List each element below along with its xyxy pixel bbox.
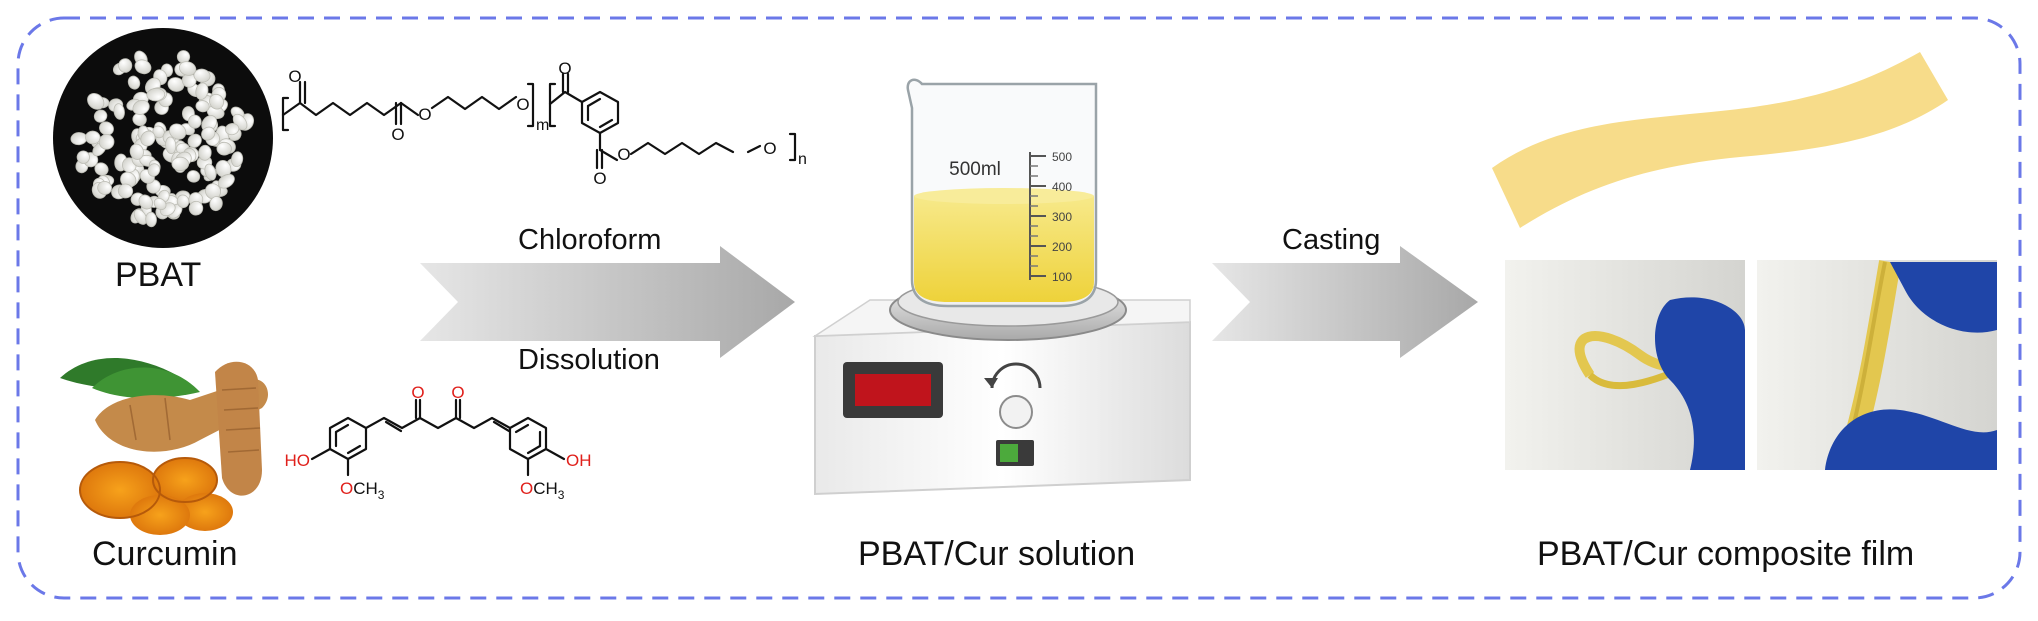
pellet [145, 211, 157, 228]
curcumin-o-2: O [451, 383, 464, 402]
film-photo-right [1757, 260, 1997, 470]
pellet [98, 133, 115, 150]
pellet [167, 77, 185, 92]
label-chloroform: Chloroform [518, 224, 662, 256]
pellet [147, 163, 161, 177]
pellet [171, 156, 190, 172]
pellet [153, 197, 167, 211]
beaker-marks: 500 400 300 200 100 [1030, 150, 1072, 284]
pellet [198, 144, 212, 161]
pellet [176, 194, 190, 209]
film-strip [1492, 52, 1948, 228]
pbat-subscript-n: n [798, 151, 807, 168]
pellet [133, 208, 148, 225]
pellet [134, 59, 152, 75]
curcumin-o-1: O [411, 383, 424, 402]
pbat-o-3: O [418, 105, 431, 124]
pellet [188, 114, 202, 129]
pbat-pellets-photo [53, 28, 273, 248]
pbat-o-8: O [763, 139, 776, 158]
pbat-structure [281, 72, 797, 170]
pellet [87, 93, 105, 110]
label-solution: PBAT/Cur solution [858, 535, 1136, 573]
pbat-o-6: O [617, 145, 630, 164]
arrow-casting [1212, 246, 1478, 358]
magnetic-stirrer [812, 277, 1191, 496]
pellet [209, 196, 223, 212]
beaker-volume-label: 500ml [949, 159, 1001, 180]
film-photo-left [1505, 260, 1745, 470]
pellet [117, 183, 134, 199]
pellet [186, 170, 201, 183]
pbat-o-5: O [558, 59, 571, 78]
beaker-mark-label: 300 [1052, 210, 1072, 224]
curcumin-atoms: O O HO OH OCH3 OCH3 [285, 383, 592, 502]
pellet [132, 99, 150, 115]
beaker-mark-label: 200 [1052, 240, 1072, 254]
pellet [93, 109, 108, 123]
pellet [209, 93, 224, 110]
pellet [113, 103, 125, 120]
label-casting: Casting [1282, 224, 1381, 256]
arrow-dissolution [420, 246, 795, 358]
label-pbat: PBAT [115, 256, 202, 294]
curcumin-methoxy-right: OCH3 [520, 479, 565, 502]
pellet [193, 68, 211, 83]
turmeric-photo [60, 357, 269, 535]
pellet [146, 87, 166, 102]
dashed-frame [16, 16, 2022, 600]
beaker-mark-label: 500 [1052, 150, 1072, 164]
stirrer-indicator [1000, 444, 1018, 462]
pbat-o-1: O [288, 67, 301, 86]
pellet [94, 162, 109, 176]
beaker [906, 78, 1098, 308]
pbat-subscript-m: m [536, 117, 549, 134]
pellet [138, 194, 154, 210]
beaker-mark-label: 100 [1052, 270, 1072, 284]
stirrer-display [855, 374, 931, 406]
pellet [76, 150, 90, 164]
curcumin-structure [310, 398, 566, 477]
curcumin-methoxy-left: OCH3 [340, 479, 385, 502]
pellet [118, 58, 133, 73]
pellet [97, 180, 112, 195]
pbat-o-7: O [593, 169, 606, 188]
pellet [127, 75, 141, 90]
curcumin-hydroxyl-right: OH [566, 451, 592, 470]
pellet [216, 141, 232, 156]
pellet [129, 143, 144, 160]
pellet [195, 100, 210, 113]
pellet [178, 61, 197, 76]
pbat-structure-atoms: O O O O O O O O [288, 59, 776, 188]
pellet [217, 173, 235, 189]
pellet [225, 123, 240, 136]
pellet [201, 126, 216, 141]
pellet [187, 133, 202, 148]
pbat-o-2: O [391, 125, 404, 144]
pellet [165, 136, 177, 155]
pellet [195, 82, 209, 100]
pellet [169, 123, 187, 140]
pellet [204, 163, 217, 181]
beaker-mark-label: 400 [1052, 180, 1072, 194]
pellet [99, 121, 114, 136]
pellet-cluster [70, 50, 255, 228]
pellet [188, 200, 204, 216]
pellet [231, 151, 244, 168]
label-curcumin: Curcumin [92, 535, 238, 573]
pellet [140, 130, 156, 147]
pbat-o-4: O [516, 95, 529, 114]
label-film: PBAT/Cur composite film [1537, 535, 1915, 573]
curcumin-hydroxyl-left: HO [285, 451, 311, 470]
label-dissolution: Dissolution [518, 344, 660, 376]
